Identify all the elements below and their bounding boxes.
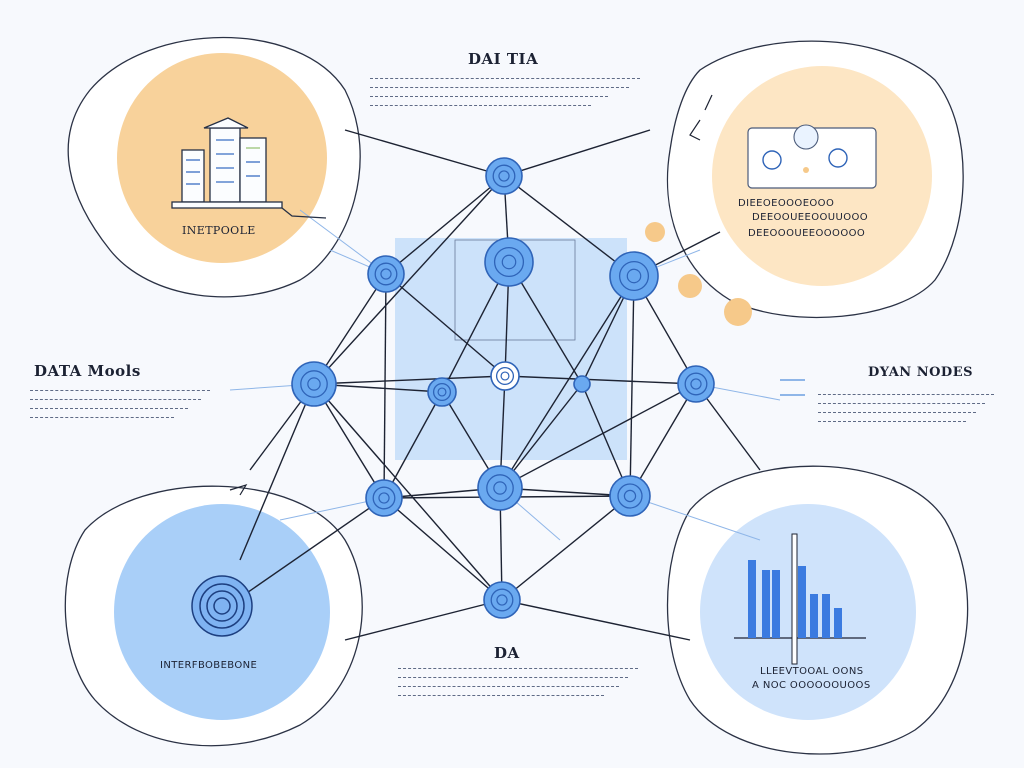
circle-bottom-right	[700, 504, 916, 720]
card-with-sensor-icons	[747, 124, 877, 189]
spiral-node-icon	[618, 260, 650, 292]
bar	[748, 560, 756, 638]
right-text-line-3: DEEOOOUEEOOOOOO	[748, 228, 866, 239]
edge	[385, 175, 505, 275]
building-icon	[171, 117, 327, 219]
node-nl	[367, 255, 405, 293]
sketch-mark	[780, 379, 805, 396]
spiral-node-icon	[374, 262, 398, 286]
title-left: DATA Mools	[34, 362, 141, 380]
node-m2	[427, 377, 457, 407]
node-bl	[365, 479, 403, 517]
edge	[383, 391, 443, 499]
orange-dot	[678, 274, 702, 298]
edge	[344, 129, 505, 177]
bar	[822, 594, 830, 638]
node-m3	[573, 375, 591, 393]
caption-bottom-left: INTERFBOBEBONE	[160, 660, 258, 671]
spiral-node-icon	[486, 474, 514, 502]
bar	[798, 566, 806, 638]
title-bottom: DA	[494, 644, 520, 662]
edge	[501, 599, 691, 641]
node-br	[609, 475, 651, 517]
node-n2	[484, 237, 534, 287]
edge	[629, 383, 697, 497]
node-bot	[483, 581, 521, 619]
node-top	[485, 157, 523, 195]
edge	[344, 599, 503, 641]
target-spiral-icon	[191, 575, 253, 637]
bar	[810, 594, 818, 638]
node-bc	[477, 465, 523, 511]
spiral-node-icon	[432, 382, 452, 402]
edge	[504, 375, 697, 385]
edge	[383, 273, 387, 499]
bottom-right-text-line-1: LLEEVTOOAL OONS	[760, 666, 864, 677]
spiral-node-icon	[490, 588, 514, 612]
edge	[503, 129, 651, 177]
edge	[629, 275, 635, 497]
spiral-node-icon	[372, 486, 396, 510]
right-text-line-2: DEEOOUEEOOUUOOO	[752, 212, 869, 223]
edge	[499, 275, 635, 489]
bar	[762, 570, 770, 638]
spiral-node-icon	[493, 246, 525, 278]
bottom-right-text-line-2: A NOC OOOOOOUOOS	[752, 680, 871, 691]
node-ml	[291, 361, 337, 407]
spiral-node-icon	[495, 366, 515, 386]
text-lines-top	[370, 78, 640, 114]
edge	[501, 495, 631, 601]
text-lines-left	[30, 390, 210, 426]
text-lines-bottom	[398, 668, 638, 704]
node-nr	[609, 251, 659, 301]
soft-edge	[629, 495, 761, 541]
sketch-mark	[229, 483, 248, 496]
spiral-node-icon	[492, 164, 516, 188]
node-mc	[490, 361, 520, 391]
bar	[772, 570, 780, 638]
bar-chart-icon	[734, 533, 866, 665]
text-lines-right	[818, 394, 994, 430]
edge	[313, 175, 505, 385]
bar	[834, 608, 842, 638]
edge	[313, 383, 503, 601]
caption-top-left: INETPOOLE	[182, 224, 256, 237]
edge	[503, 175, 635, 277]
node-mr	[677, 365, 715, 403]
title-top: DAI TIA	[468, 50, 539, 68]
edge	[313, 375, 506, 385]
right-text-line-1: DIEEOEOOOEOOO	[738, 198, 835, 209]
edge	[227, 497, 385, 607]
title-right: DYAN NODES	[868, 365, 973, 380]
orange-dot	[645, 222, 665, 242]
sketch-mark	[689, 94, 713, 141]
edge	[383, 497, 503, 601]
nodes	[291, 157, 715, 619]
edge	[239, 383, 315, 561]
spiral-node-icon	[617, 483, 643, 509]
spiral-node-icon	[300, 370, 328, 398]
edge	[499, 383, 697, 489]
edge	[385, 273, 506, 377]
spiral-node-icon	[684, 372, 708, 396]
orange-dot	[724, 298, 752, 326]
